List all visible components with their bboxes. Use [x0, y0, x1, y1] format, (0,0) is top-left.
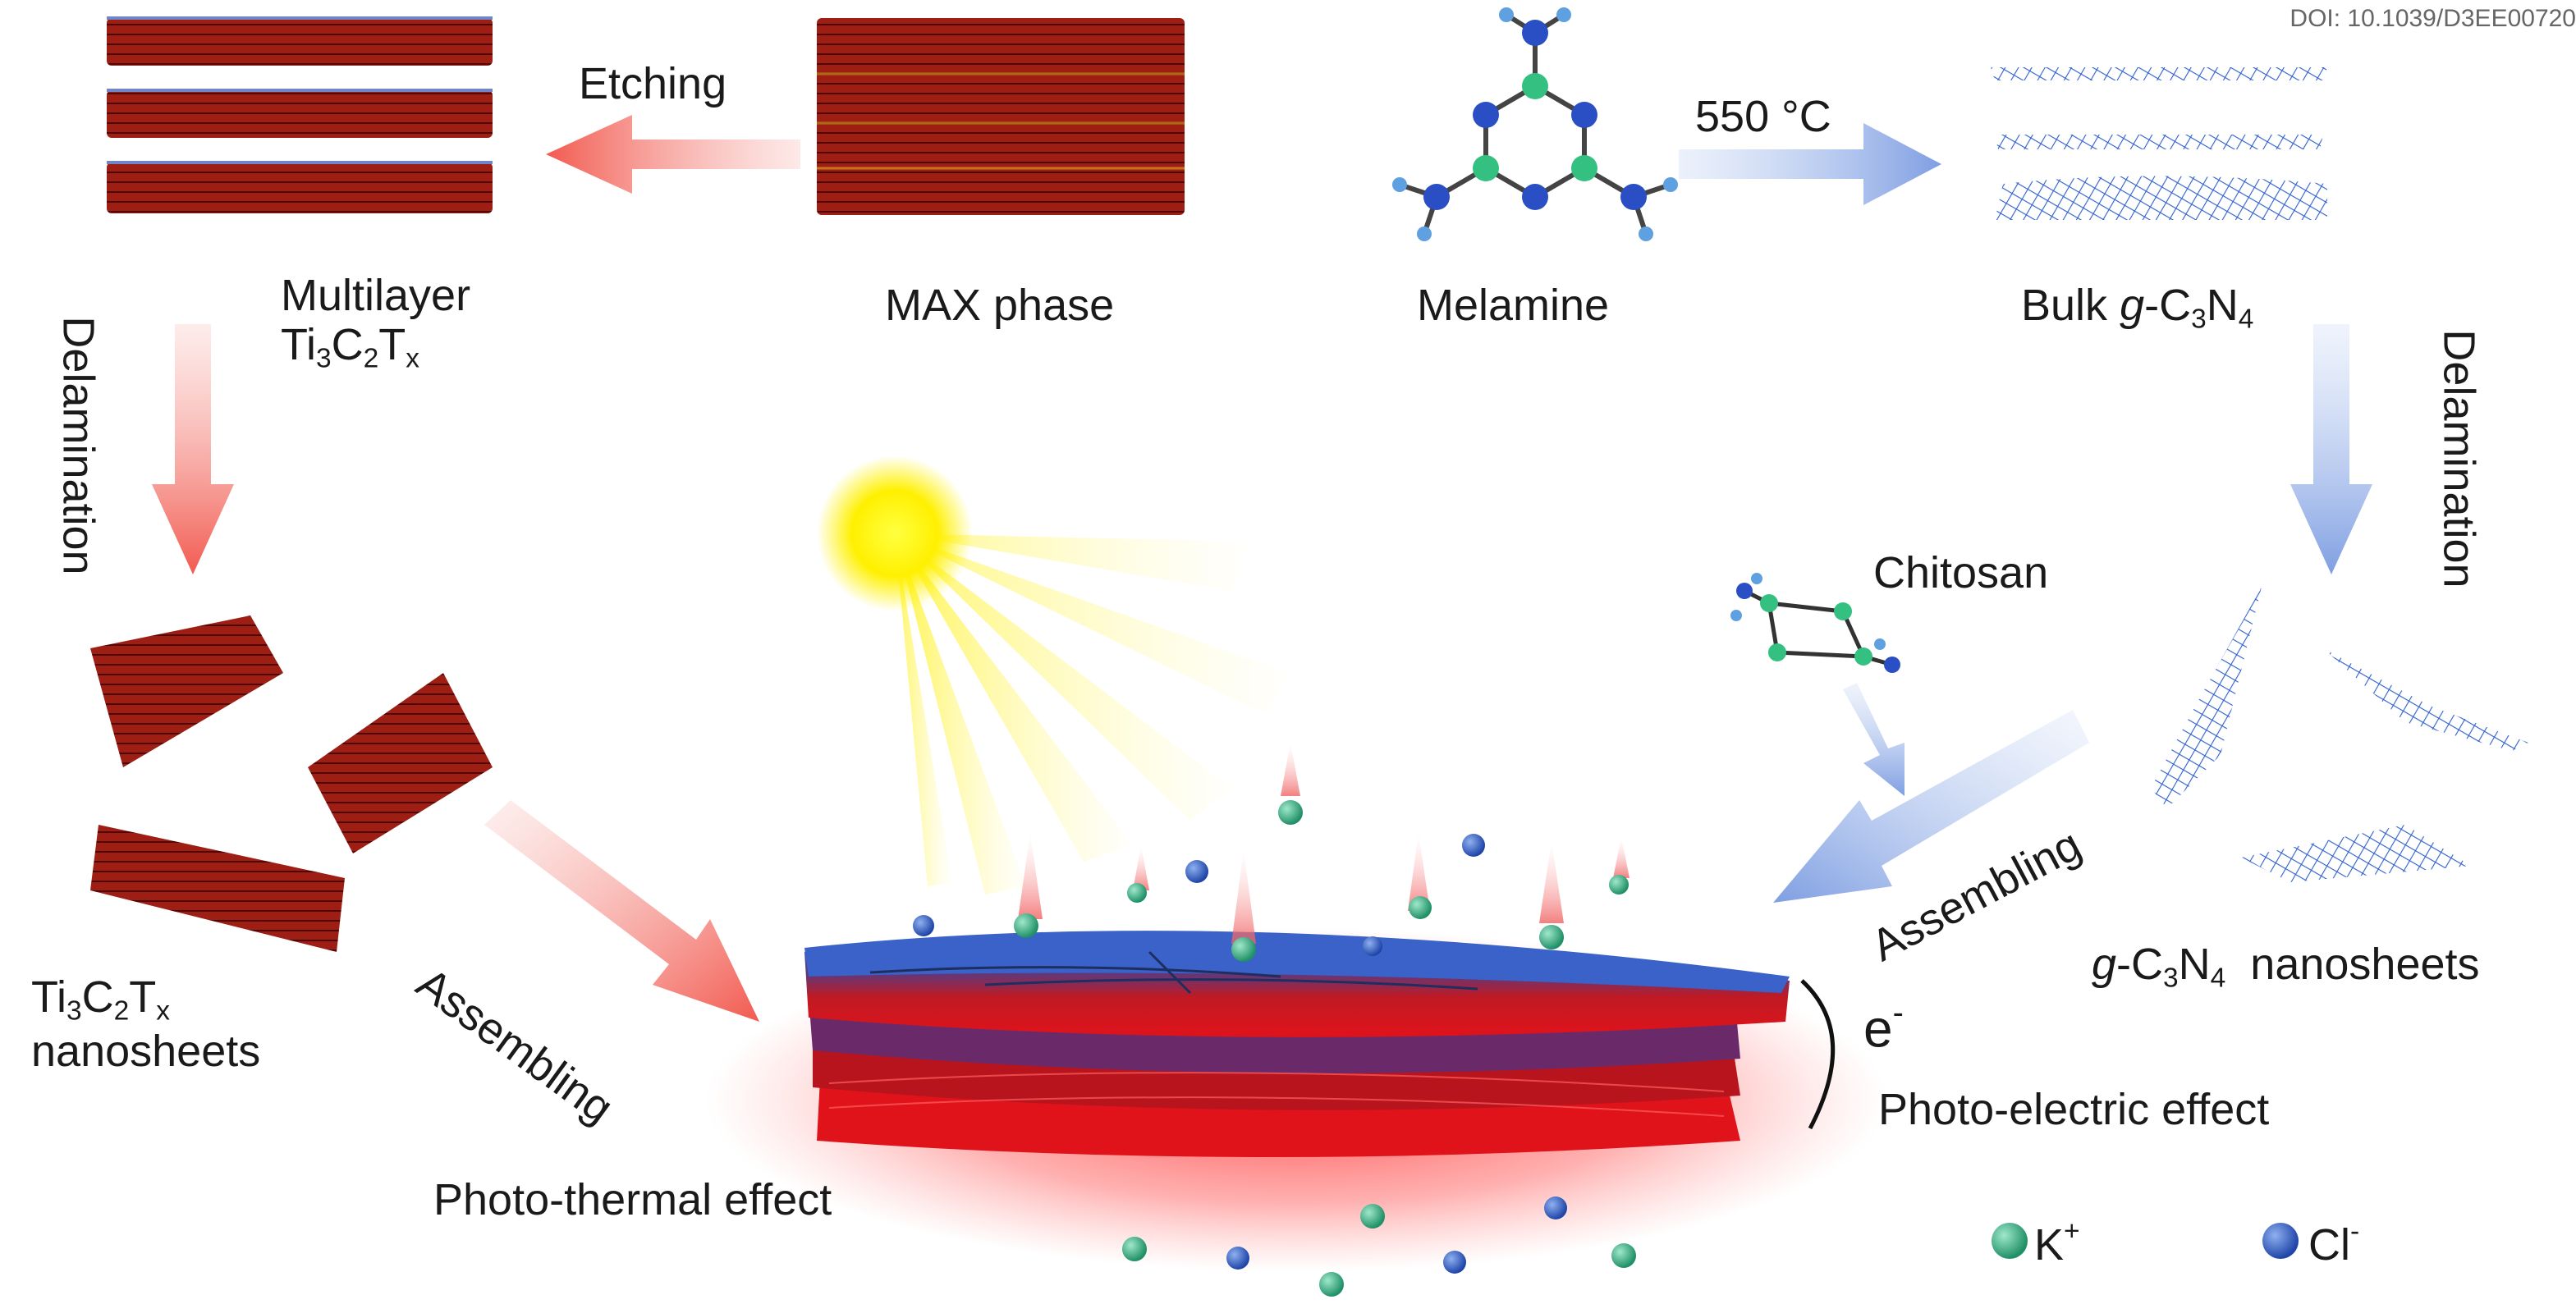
cl-ion — [913, 915, 934, 936]
k-ion — [1278, 800, 1303, 825]
photo-electric-label: Photo-electric effect — [1878, 1085, 2270, 1134]
cl-ion — [1443, 1251, 1466, 1274]
k-ion — [1609, 875, 1629, 894]
bulk-gcn-sheets — [1991, 67, 2327, 220]
temperature-label: 550 °C — [1695, 92, 1831, 141]
gcn-nanosheets — [2151, 587, 2528, 882]
k-ion — [1539, 925, 1564, 949]
mxene-nanosheets-label: Ti3C2Tx nanosheets — [31, 972, 261, 1076]
legend-cl-label: Cl- — [2308, 1216, 2360, 1270]
sun-icon — [817, 455, 973, 611]
legend-cl-icon — [2262, 1223, 2299, 1259]
cl-ion — [1544, 1196, 1567, 1219]
multilayer-mxene-stack — [107, 16, 493, 213]
k-ion — [1127, 883, 1147, 903]
k-ion — [1360, 1204, 1385, 1229]
max-phase-block — [817, 18, 1185, 215]
electron-label: e- — [1863, 995, 1904, 1059]
max-phase-label: MAX phase — [885, 281, 1115, 330]
delamination-label-left: Delamination — [53, 316, 103, 575]
k-ion — [1611, 1243, 1636, 1268]
cl-ion — [1363, 936, 1382, 956]
doi-text: DOI: 10.1039/D3EE00720 — [2290, 5, 2576, 32]
ions — [913, 800, 1636, 1297]
chitosan-molecule — [1730, 573, 1900, 673]
etching-arrow — [546, 115, 800, 194]
etching-label: Etching — [579, 59, 727, 108]
multilayer-line1: Multilayer — [281, 271, 471, 320]
multilayer-label: Multilayer Ti3C2Tx — [281, 271, 470, 374]
k-ion — [1231, 937, 1256, 962]
vapor-plumes — [1018, 743, 1629, 944]
multilayer-formula: Ti3C2Tx — [281, 320, 419, 374]
photo-thermal-label: Photo-thermal effect — [433, 1175, 832, 1224]
composite-film — [804, 931, 1790, 1157]
gcn-nanosheets-label: g-C3N4 nanosheets — [2092, 940, 2480, 994]
photoelectric-bracket — [1800, 979, 1836, 1130]
melamine-molecule — [1392, 7, 1678, 241]
assembling-arrow-left — [484, 800, 759, 1022]
k-ion — [1014, 913, 1038, 938]
delamination-label-right: Delamination — [2434, 329, 2484, 588]
assembling-arrow-right — [1773, 710, 2089, 903]
cl-ion — [1185, 860, 1208, 883]
sun-rays — [895, 533, 1289, 894]
cl-ion — [1226, 1247, 1249, 1270]
k-ion — [1122, 1237, 1147, 1261]
chitosan-arrow — [1843, 683, 1904, 796]
melamine-label: Melamine — [1417, 281, 1610, 330]
legend-k-icon — [1992, 1223, 2028, 1259]
delamination-arrow-left — [152, 324, 234, 574]
heating-arrow — [1679, 123, 1941, 205]
k-ion — [1409, 896, 1432, 919]
legend-k-label: K+ — [2034, 1216, 2080, 1270]
mxene-nanosheets — [90, 615, 493, 952]
k-ion — [1319, 1272, 1344, 1297]
cl-ion — [1462, 834, 1485, 857]
bulk-gcn-label: Bulk g-C3N4 — [2021, 281, 2254, 335]
chitosan-label: Chitosan — [1873, 548, 2049, 597]
mxene-formula: Ti3C2Tx — [31, 972, 170, 1027]
delamination-arrow-right — [2290, 324, 2372, 574]
